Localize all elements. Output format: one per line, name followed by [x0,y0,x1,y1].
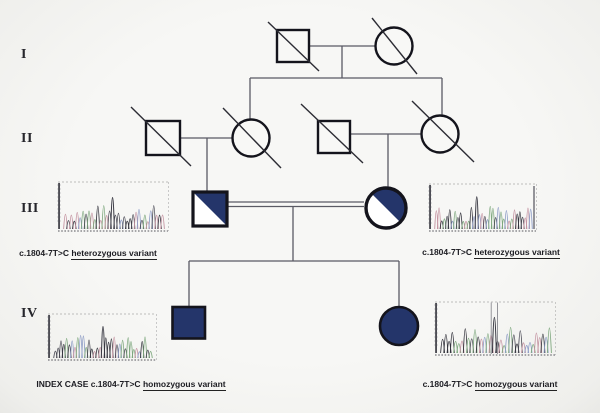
deceased-slash [371,17,418,75]
deceased-slash [411,100,475,163]
variant-label-underlined: heterozygous variant [71,248,157,260]
variant-label-IV-2: c.1804-7T>C homozygous variant [410,379,570,391]
chromatogram-IV-2 [434,301,556,356]
variant-label-prefix: c.1804-7T>C [19,248,72,258]
deceased-slash [130,106,192,167]
individual-I-2-deceased-female-symbol [371,17,418,75]
generation-label-IV: IV [21,306,38,321]
chromatogram-IV-1 [47,313,157,361]
generation-label-I: I [21,47,27,62]
variant-label-underlined: homozygous variant [474,379,558,391]
individual-II-2-deceased-female-symbol [222,107,282,169]
variant-label-III-2: c.1804-7T>C heterozygous variant [411,247,571,259]
generation-label-III: III [21,201,39,216]
chromatogram-III-2 [428,183,537,232]
pedigree-connectors [180,45,443,307]
variant-label-prefix: INDEX CASE c.1804-7T>C [36,379,143,389]
variant-label-underlined: homozygous variant [142,379,226,391]
variant-label-prefix: c.1804-7T>C [422,247,475,257]
variant-label-prefix: c.1804-7T>C [422,379,475,389]
variant-label-III-1: c.1804-7T>C heterozygous variant [7,248,169,260]
generation-label-II: II [21,131,33,146]
individual-III-1-carrier-male-symbol [191,190,229,228]
deceased-slash [300,103,364,164]
individual-IV-1-affected-male-symbol [171,305,207,340]
deceased-slash [222,107,282,169]
individual-II-4-deceased-female-symbol [411,100,475,163]
chromatogram-III-1 [57,181,169,232]
variant-label-IV-1-index-case: INDEX CASE c.1804-7T>C homozygous varian… [11,379,251,391]
individual-II-1-deceased-male-symbol [130,106,192,167]
variant-label-underlined: heterozygous variant [474,247,560,259]
individual-IV-2-affected-female-symbol [378,305,420,347]
individual-II-3-deceased-male-symbol [300,103,364,164]
individual-I-1-deceased-male-symbol [267,21,320,72]
individual-III-2-carrier-female-symbol [364,186,408,230]
deceased-slash [267,21,320,72]
